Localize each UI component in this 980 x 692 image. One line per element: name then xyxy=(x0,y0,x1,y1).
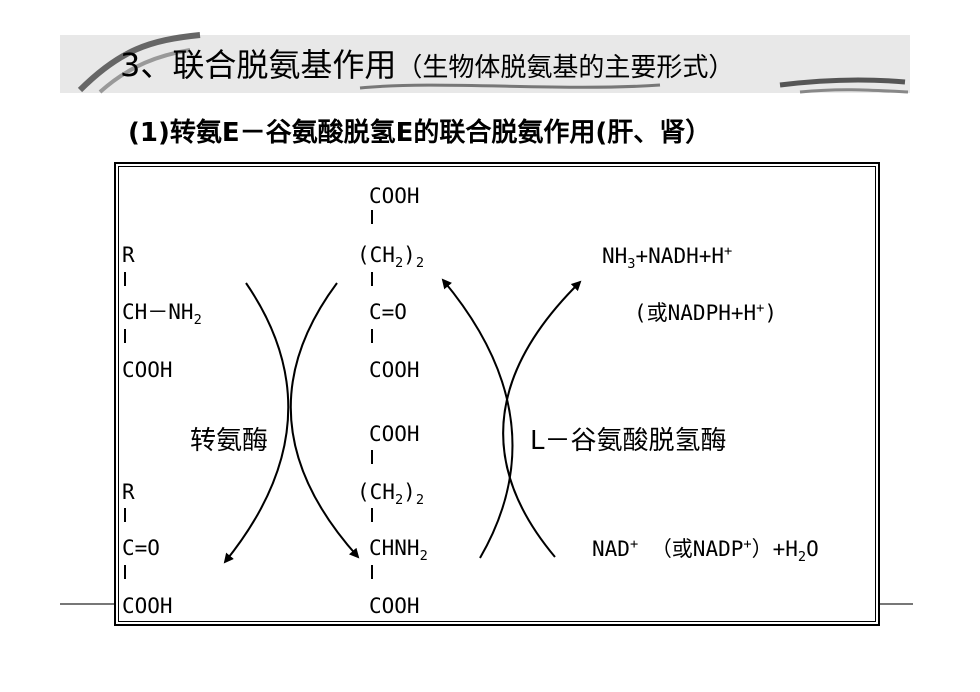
keto-acid-cooh: COOH xyxy=(122,594,173,618)
keto-acid-r: R xyxy=(122,480,135,504)
bond xyxy=(371,272,373,286)
amino-acid-cooh: COOH xyxy=(122,358,173,382)
glutamate-cooh-top: COOH xyxy=(369,422,420,446)
nadph-alternative: (或NADPH+H+) xyxy=(634,300,778,325)
dehydrogenase-label: L－谷氨酸脱氢酶 xyxy=(530,426,727,456)
title-banner-decoration xyxy=(60,32,910,94)
left-decor-line xyxy=(60,603,115,605)
ketoglutarate-co: C=O xyxy=(369,300,407,324)
bond xyxy=(371,450,373,464)
ketoglutarate-cooh-bottom: COOH xyxy=(369,358,420,382)
amino-acid-ch-nh2: CH－NH2 xyxy=(122,300,202,329)
glutamate-cooh-bottom: COOH xyxy=(369,594,420,618)
bond xyxy=(124,329,126,343)
bond xyxy=(371,210,373,224)
bond xyxy=(371,329,373,343)
glutamate-ch2: (CH2)2 xyxy=(357,480,425,509)
bond xyxy=(371,565,373,579)
nad-h2o-reactants: NAD+ （或NADP+）+H2O xyxy=(592,536,819,566)
nh3-nadh-products: NH3+NADH+H+ xyxy=(602,243,733,273)
bond xyxy=(371,508,373,522)
page-title: 3、联合脱氨基作用（生物体脱氨基的主要形式） xyxy=(120,40,734,86)
glutamate-chnh2: CHNH2 xyxy=(369,536,428,565)
ketoglutarate-ch2: (CH2)2 xyxy=(357,243,425,272)
title-paren: （生物体脱氨基的主要形式） xyxy=(396,53,735,83)
amino-acid-r: R xyxy=(122,243,135,267)
keto-acid-co: C=O xyxy=(122,536,160,560)
right-decor-line xyxy=(878,603,913,605)
transaminase-label: 转氨酶 xyxy=(190,426,269,456)
reaction-diagram-frame xyxy=(114,162,880,626)
bond xyxy=(124,508,126,522)
title-main: 3、联合脱氨基作用 xyxy=(120,46,397,84)
page-subtitle: (1)转氨E－谷氨酸脱氢E的联合脱氨作用(肝、肾） xyxy=(128,118,712,148)
ketoglutarate-cooh-top: COOH xyxy=(369,184,420,208)
bond xyxy=(124,272,126,286)
bond xyxy=(124,565,126,579)
